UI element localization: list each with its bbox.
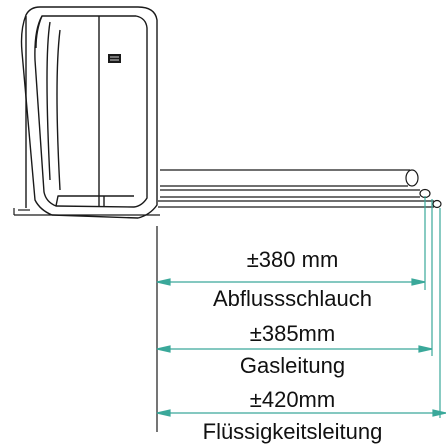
pipe-bundle <box>13 169 442 216</box>
display-panel-lines <box>110 56 119 61</box>
liquid-pipe-name-label: Flüssigkeitsleitung <box>202 419 383 444</box>
drain-hose-name-label: Abflussschlauch <box>213 286 372 311</box>
drain-hose-length-label: ±380 mm <box>246 247 339 272</box>
indoor-unit <box>20 6 158 219</box>
gas-pipe-length-label: ±385mm <box>249 321 336 346</box>
display-panel <box>108 54 121 63</box>
gas-pipe-name-label: Gasleitung <box>239 353 346 378</box>
liquid-pipe-length-label: ±420mm <box>249 387 336 412</box>
dimension-lines <box>156 196 446 432</box>
